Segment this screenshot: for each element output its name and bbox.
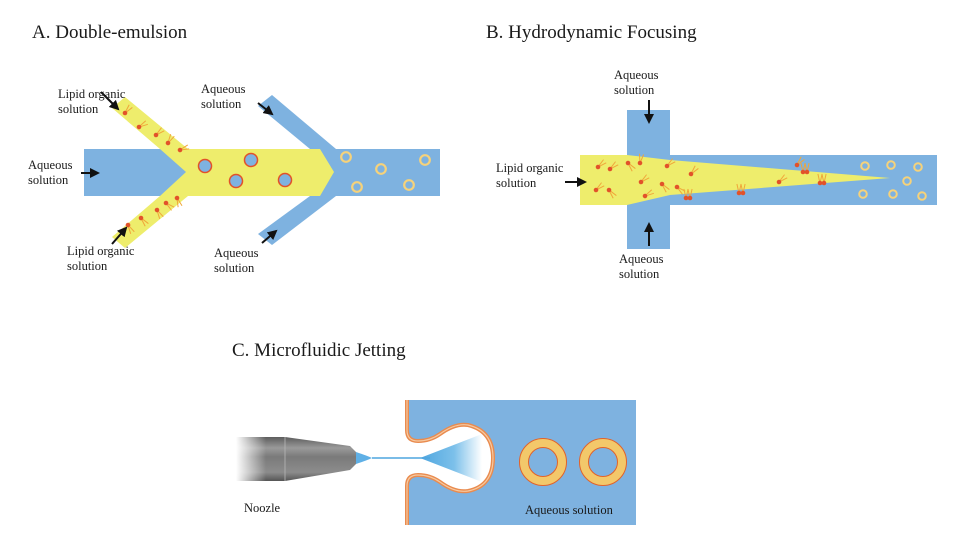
liposome [886, 160, 896, 170]
lipid-inlet-top [112, 97, 188, 149]
lipid-inlet-bottom [112, 196, 188, 248]
lipid-molecule [736, 183, 746, 196]
droplet [242, 151, 260, 169]
lipid-molecule [638, 174, 650, 185]
label-aqueous-solution: Aqueous solution [525, 503, 613, 517]
lipid-molecules [593, 153, 827, 201]
panel-a-double-emulsion [81, 91, 440, 248]
lipid-molecule [153, 127, 165, 138]
vesicle [579, 438, 627, 486]
emulsion-droplets [196, 151, 294, 190]
label-line: solution [28, 173, 69, 187]
panel-b-title: B. Hydrodynamic Focusing [486, 22, 697, 43]
label-aqueous-bottom: Aqueous solution [619, 252, 663, 282]
lipid-molecules [122, 104, 190, 234]
lipid-molecule [659, 181, 670, 193]
lipid-molecule [154, 207, 164, 219]
label-aqueous-top: Aqueous solution [614, 68, 658, 98]
lipid-molecule [674, 184, 686, 195]
panel-c-microfluidic-jetting [236, 400, 636, 525]
lipid-molecule [776, 174, 788, 185]
liposomes [858, 160, 927, 201]
lipid-molecule [122, 104, 133, 116]
lipid-molecule [688, 165, 699, 177]
vesicle [519, 438, 567, 486]
lipid-molecule [800, 162, 810, 175]
lipid-molecule [165, 134, 175, 146]
liposome [917, 191, 927, 201]
label-line: solution [214, 261, 255, 275]
lipid-molecule [794, 156, 805, 168]
lipid-molecule [606, 187, 617, 199]
liposome [419, 154, 431, 166]
label-line: solution [67, 259, 108, 273]
lipid-molecule [817, 173, 827, 186]
lipid-molecule [637, 153, 645, 166]
label-line: Aqueous [619, 252, 664, 266]
membrane-inner-line [406, 400, 494, 525]
liposome [913, 162, 923, 172]
label-line: Lipid organic [58, 87, 126, 101]
label-aqueous-left: Aqueous solution [28, 158, 72, 188]
arrow-icon [111, 226, 128, 245]
droplet [196, 157, 214, 175]
liposomes [340, 151, 431, 193]
jet-cone [420, 434, 482, 482]
label-line: solution [201, 97, 242, 111]
label-line: Aqueous [28, 158, 73, 172]
panel-a-title: A. Double-emulsion [32, 22, 188, 43]
liposome [340, 151, 352, 163]
lipid-molecule [136, 120, 148, 130]
nozzle-icon [236, 436, 372, 482]
liposome [351, 181, 363, 193]
liposome [860, 161, 870, 171]
aqueous-inlet-top [258, 95, 336, 149]
label-lipid-organic-top: Lipid organic solution [58, 87, 125, 117]
label-line: Aqueous [201, 82, 246, 96]
label-line: Lipid organic [67, 244, 135, 258]
droplet [227, 172, 245, 190]
lipid-molecule [683, 188, 693, 201]
focused-lipid-stream [580, 155, 890, 205]
liposome [375, 163, 387, 175]
label-aqueous-bottom: Aqueous solution [214, 246, 258, 276]
label-line: solution [619, 267, 660, 281]
liposome [403, 179, 415, 191]
lipid-molecule [664, 158, 676, 169]
label-line: solution [58, 102, 99, 116]
label-lipid-organic: Lipid organic solution [496, 161, 563, 191]
liposome [902, 176, 912, 186]
label-line: solution [614, 83, 655, 97]
lipid-molecule [125, 222, 135, 234]
label-lipid-organic-bottom: Lipid organic solution [67, 244, 134, 274]
droplet [276, 171, 294, 189]
label-line: Aqueous [214, 246, 259, 260]
label-line: Aqueous [614, 68, 659, 82]
panel-c-title: C. Microfluidic Jetting [232, 340, 406, 361]
label-aqueous-top: Aqueous solution [201, 82, 245, 112]
label-line: solution [496, 176, 537, 190]
lipid-molecule [138, 215, 149, 227]
panel-b-hydrodynamic-focusing [565, 100, 937, 249]
arrow-icon [261, 229, 278, 244]
arrow-icon [100, 91, 120, 111]
lipid-molecule [163, 200, 175, 211]
lipid-molecule [607, 161, 619, 172]
lipid-molecule [177, 144, 190, 153]
liposome [888, 189, 898, 199]
liposome [858, 189, 868, 199]
lipid-molecule [595, 159, 607, 170]
arrow-icon [257, 102, 274, 116]
lipid-molecule [642, 189, 654, 199]
aqueous-inner-channel [84, 149, 186, 196]
lipid-molecule [174, 195, 183, 208]
lipid-molecule [625, 160, 636, 172]
lipid-molecule [593, 182, 605, 193]
label-nozzle: Noozle [244, 501, 281, 515]
label-line: Lipid organic [496, 161, 564, 175]
